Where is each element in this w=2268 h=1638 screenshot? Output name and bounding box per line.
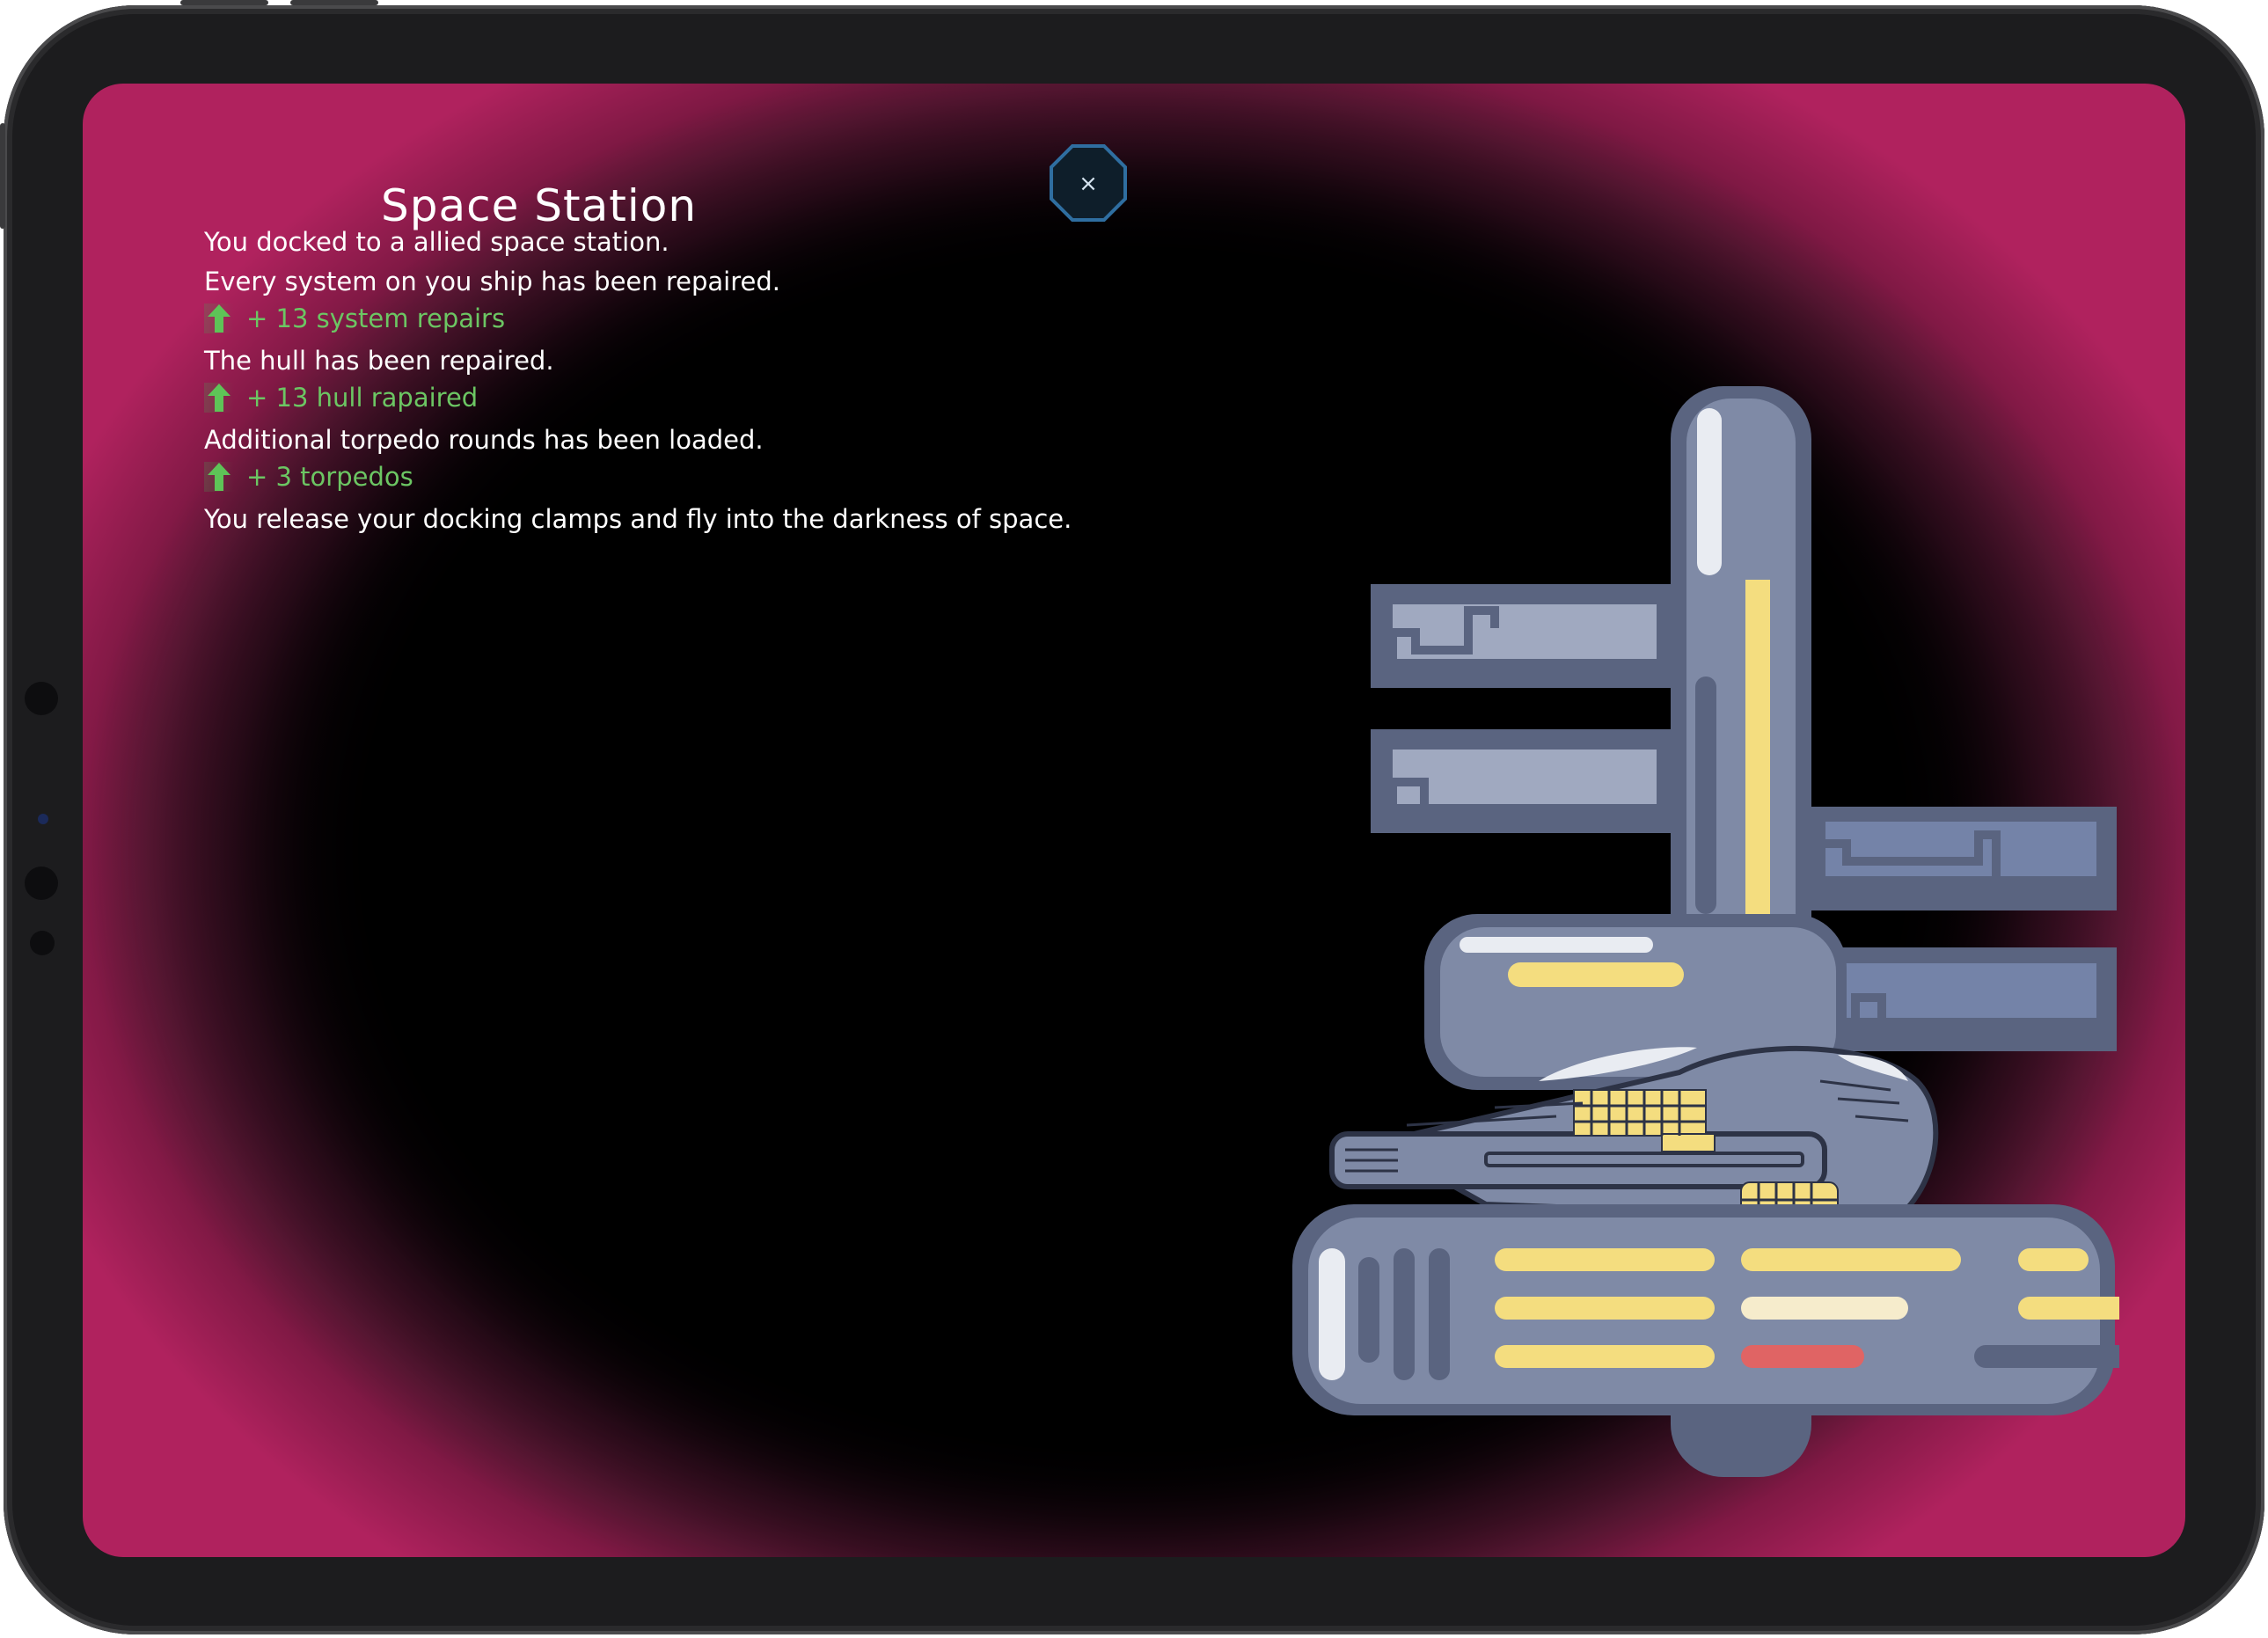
bonus-text: + 3 torpedos	[246, 462, 413, 492]
camera-sensor	[25, 682, 58, 715]
camera-sensor	[30, 931, 55, 955]
close-icon[interactable]: ×	[1050, 144, 1127, 222]
up-arrow-icon	[204, 462, 234, 492]
log-line: Additional torpedo rounds has been loade…	[204, 425, 764, 455]
left-arm-upper	[1371, 584, 1679, 688]
up-arrow-icon	[204, 303, 234, 333]
volume-down-button	[290, 0, 378, 5]
right-arm-upper	[1811, 807, 2117, 910]
dialog-title: Space Station	[381, 180, 698, 231]
station-hub	[1424, 914, 1847, 1090]
space-station-illustration	[1292, 386, 2119, 1477]
station-lower-module	[1292, 1204, 2119, 1415]
left-arm-lower	[1371, 729, 1679, 833]
camera-lens	[38, 814, 48, 824]
log-line: You release your docking clamps and fly …	[204, 504, 1072, 534]
game-screen: Space Station × You docked to a allied s…	[83, 84, 2185, 1557]
power-button	[0, 123, 5, 229]
log-line: You docked to a allied space station.	[204, 227, 669, 257]
log-line: The hull has been repaired.	[204, 346, 554, 376]
bonus-text: + 13 system repairs	[246, 303, 506, 333]
up-arrow-icon	[204, 383, 234, 413]
camera-sensor	[25, 867, 58, 900]
log-line: Every system on you ship has been repair…	[204, 267, 780, 296]
log-bonus: + 13 system repairs	[204, 303, 505, 333]
right-arm-lower	[1811, 947, 2117, 1051]
bonus-text: + 13 hull rapaired	[246, 383, 479, 413]
close-button[interactable]: ×	[1050, 144, 1127, 222]
close-label: ×	[1079, 171, 1098, 197]
volume-up-button	[180, 0, 268, 5]
log-bonus: + 13 hull rapaired	[204, 383, 478, 413]
docked-ship	[1329, 1045, 1939, 1239]
log-bonus: + 3 torpedos	[204, 462, 413, 492]
